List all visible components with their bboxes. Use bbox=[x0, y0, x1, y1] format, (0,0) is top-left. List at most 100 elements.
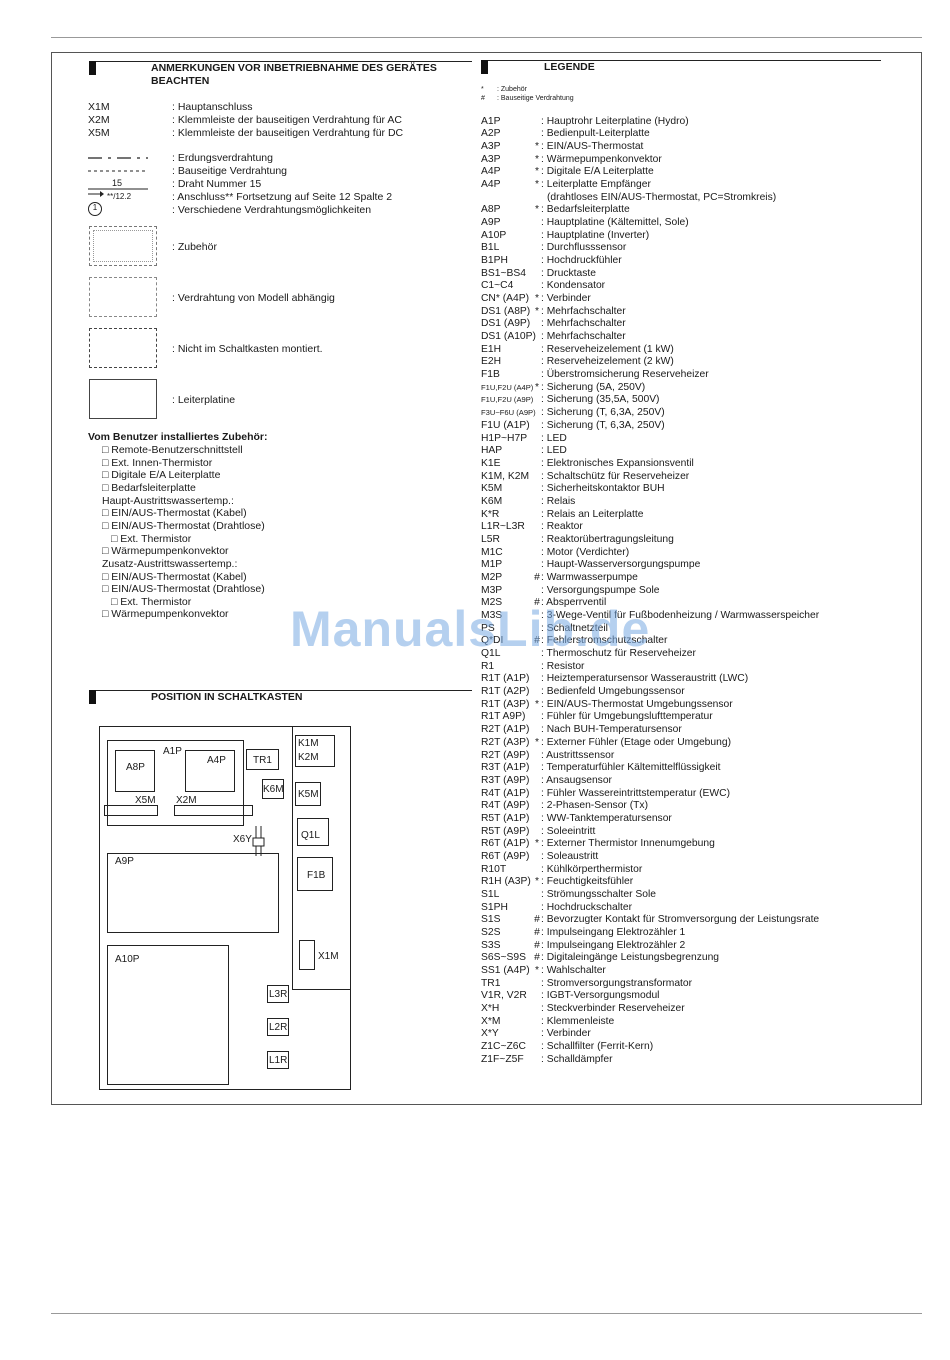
legend-code: A1P bbox=[481, 115, 501, 127]
legend-desc: : LED bbox=[541, 432, 567, 444]
legend-mark: # bbox=[534, 939, 540, 951]
legend-code: K1E bbox=[481, 457, 501, 469]
legend-desc: : Durchflusssensor bbox=[541, 242, 627, 254]
legend-code: K5M bbox=[481, 483, 503, 495]
legend-section-marker bbox=[481, 60, 488, 74]
legend-code: R5T (A9P) bbox=[481, 825, 530, 837]
upper-pcb-area bbox=[107, 740, 244, 826]
legend-code: M1C bbox=[481, 546, 503, 558]
legend-code: F3U~F6U (A9P) bbox=[481, 408, 536, 418]
legend-code: F1U (A1P) bbox=[481, 419, 530, 431]
legend-code: R1T (A1P) bbox=[481, 673, 530, 685]
legend-mark: * bbox=[534, 876, 539, 888]
legend-code: A2P bbox=[481, 128, 501, 140]
legend-code: X*Y bbox=[481, 1028, 499, 1040]
symbol-desc: : Bauseitige Verdrahtung bbox=[172, 165, 287, 177]
legend-code: A8P bbox=[481, 204, 501, 216]
legend-mark: # bbox=[534, 914, 540, 926]
legend-code: R1H (A3P) bbox=[481, 876, 531, 888]
legend-desc: : Sicherung (T, 6,3A, 250V) bbox=[541, 407, 665, 419]
terminal-code: X2M bbox=[88, 114, 110, 126]
legend-desc: : Elektronisches Expansionsventil bbox=[541, 457, 694, 469]
legend-mark: * bbox=[534, 965, 539, 977]
a1p-label: A1P bbox=[163, 746, 182, 757]
legend-code: R10T bbox=[481, 863, 507, 875]
legend-code: M3P bbox=[481, 584, 503, 596]
legend-desc: : EIN/AUS-Thermostat bbox=[541, 140, 644, 152]
position-section-marker bbox=[89, 690, 96, 704]
l2r-label: L2R bbox=[269, 1022, 288, 1033]
legend-desc: : Mehrfachschalter bbox=[541, 318, 626, 330]
user-accessory-item: □ Wärmepumpenkonvektor bbox=[102, 608, 229, 621]
legend-desc: : Verbinder bbox=[541, 1028, 591, 1040]
x2m-box bbox=[174, 805, 253, 816]
q1l-label: Q1L bbox=[301, 830, 320, 841]
legend-code: A3P bbox=[481, 153, 501, 165]
l1r-box bbox=[267, 1051, 289, 1069]
legend-code: M2P bbox=[481, 571, 503, 583]
wire-number-label: 15 bbox=[112, 178, 123, 188]
user-accessory-item: Haupt-Austrittswassertemp.: bbox=[102, 494, 234, 507]
continuation-label: **/12.2 bbox=[107, 192, 132, 201]
user-accessory-item: □ Ext. Thermistor bbox=[111, 532, 192, 545]
legend-title: LEGENDE bbox=[544, 61, 595, 73]
legend-code: R2T (A3P) bbox=[481, 736, 530, 748]
legend-desc: : Schallfilter (Ferrit-Kern) bbox=[541, 1041, 654, 1053]
box-desc: : Nicht im Schaltkasten montiert. bbox=[172, 343, 323, 355]
legend-desc: : Stromversorgungstransformator bbox=[541, 977, 693, 989]
legend-code: X*M bbox=[481, 1015, 501, 1027]
legend-desc: : Thermoschutz für Reserveheizer bbox=[541, 648, 696, 660]
user-accessory-item: □ EIN/AUS-Thermostat (Kabel) bbox=[102, 507, 247, 520]
legend-code: B1PH bbox=[481, 254, 508, 266]
legend-code: CN* (A4P) bbox=[481, 293, 530, 305]
legend-desc: : Schaltschütz für Reserveheizer bbox=[541, 470, 690, 482]
legend-desc: : Digitale E/A Leiterplatte bbox=[541, 166, 654, 178]
legend-desc: : Haupt-Wasserversorgungspumpe bbox=[541, 559, 701, 571]
legend-desc: : Reserveheizelement (1 kW) bbox=[541, 343, 674, 355]
legend-code: R6T (A1P) bbox=[481, 838, 530, 850]
user-accessory-item: □ EIN/AUS-Thermostat (Drahtlose) bbox=[102, 583, 265, 596]
legend-code: A4P bbox=[481, 178, 501, 190]
terminal-code: X1M bbox=[88, 101, 110, 113]
legend-code: R3T (A9P) bbox=[481, 774, 530, 786]
terminal-code: X5M bbox=[88, 127, 110, 139]
model-box-symbol bbox=[89, 277, 157, 317]
x6y-label: X6Y bbox=[233, 834, 252, 845]
user-accessories-title: Vom Benutzer installiertes Zubehör: bbox=[88, 431, 268, 443]
legend-code: R4T (A1P) bbox=[481, 787, 530, 799]
legend-code: V1R, V2R bbox=[481, 990, 527, 1002]
notes-section-line bbox=[96, 61, 472, 62]
legend-mark: # bbox=[534, 952, 540, 964]
symbol-desc: : Draht Nummer 15 bbox=[172, 178, 262, 190]
terminal-desc: : Hauptanschluss bbox=[172, 101, 253, 113]
legend-section-line bbox=[488, 60, 881, 61]
user-accessory-item: □ EIN/AUS-Thermostat (Kabel) bbox=[102, 570, 247, 583]
legend-desc: : Relais bbox=[541, 495, 576, 507]
legend-code: L5R bbox=[481, 533, 500, 545]
legend-desc: : Soleaustritt bbox=[541, 850, 599, 862]
position-title: POSITION IN SCHALTKASTEN bbox=[151, 691, 303, 703]
terminal-desc: : Klemmleiste der bauseitigen Verdrahtun… bbox=[172, 114, 402, 126]
watermark: ManualsLib.de bbox=[290, 601, 651, 657]
legend-desc: : LED bbox=[541, 445, 567, 457]
legend-code: F1U,F2U (A9P) bbox=[481, 395, 534, 405]
legend-mark: * bbox=[534, 381, 539, 393]
legend-code: Z1C~Z6C bbox=[481, 1041, 526, 1053]
legend-desc: : Heiztemperatursensor Wasseraustritt (L… bbox=[541, 673, 749, 685]
legend-code: F1U,F2U (A4P) bbox=[481, 382, 534, 392]
legend-desc: : Absperrventil bbox=[541, 597, 607, 609]
legend-desc: : Sicherheitskontaktor BUH bbox=[541, 483, 665, 495]
legend-mark: * bbox=[534, 153, 539, 165]
legend-key-hash-mark: # bbox=[481, 95, 485, 102]
legend-desc: : Mehrfachschalter bbox=[541, 331, 626, 343]
user-accessory-item: Zusatz-Austrittswassertemp.: bbox=[102, 557, 238, 570]
legend-code: M2S bbox=[481, 597, 503, 609]
legend-desc: : Leiterplatte Empfänger bbox=[541, 178, 651, 190]
footer-rule bbox=[51, 1313, 922, 1314]
legend-code: SS1 (A4P) bbox=[481, 965, 530, 977]
symbol-desc: : Verschiedene Verdrahtungsmöglichkeiten bbox=[172, 204, 372, 216]
legend-desc: : Drucktaste bbox=[541, 267, 596, 279]
legend-desc: : Soleeintritt bbox=[541, 825, 596, 837]
a9p-box bbox=[107, 853, 279, 933]
legend-mark: * bbox=[534, 204, 539, 216]
